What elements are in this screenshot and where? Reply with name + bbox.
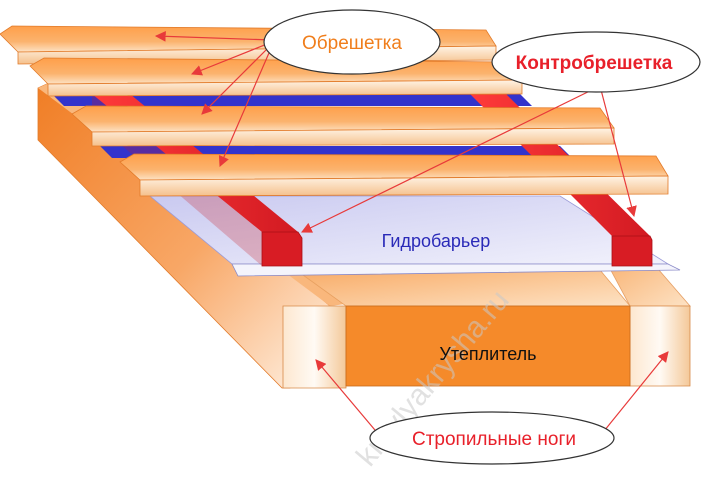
left-counter-batten-end (261, 231, 303, 267)
arrow-rafters-right (599, 351, 669, 437)
batten-3-front (91, 127, 615, 147)
arrow-rafters-left (315, 359, 381, 437)
membrane-edge (231, 263, 681, 277)
arrows-group (154, 30, 669, 437)
counter-battens-label: Контробрешетка (516, 53, 673, 74)
arrow-battens-4 (218, 45, 273, 167)
insulation-top (294, 269, 631, 307)
right-counter-batten-end (611, 235, 653, 267)
batten-4-front (139, 175, 669, 197)
rafters-label: Стропильные ноги (412, 429, 576, 450)
arrow-battens-3 (201, 43, 273, 115)
left-rafter-end (282, 305, 347, 389)
battens-label-ellipse (263, 9, 441, 75)
arrow-counter-battens-right (599, 85, 637, 218)
insulation-label: Утеплитель (439, 344, 536, 364)
insulation-front (345, 305, 631, 387)
batten-2-front (47, 79, 523, 97)
counter-battens-label-ellipse (491, 31, 701, 93)
batten-4-top (119, 153, 669, 181)
right-rafter-end (629, 305, 691, 387)
battens-label: Обрешетка (302, 33, 402, 54)
arrow-counter-battens-left (301, 85, 601, 233)
membrane-label: Гидробарьер (382, 231, 491, 251)
rafters-label-ellipse (369, 411, 615, 465)
membrane-exposed-strip-1 (52, 94, 532, 106)
batten-2-top (29, 57, 523, 85)
membrane-group (52, 94, 681, 277)
arrow-battens-1 (154, 30, 273, 42)
arrow-battens-2 (190, 41, 273, 76)
